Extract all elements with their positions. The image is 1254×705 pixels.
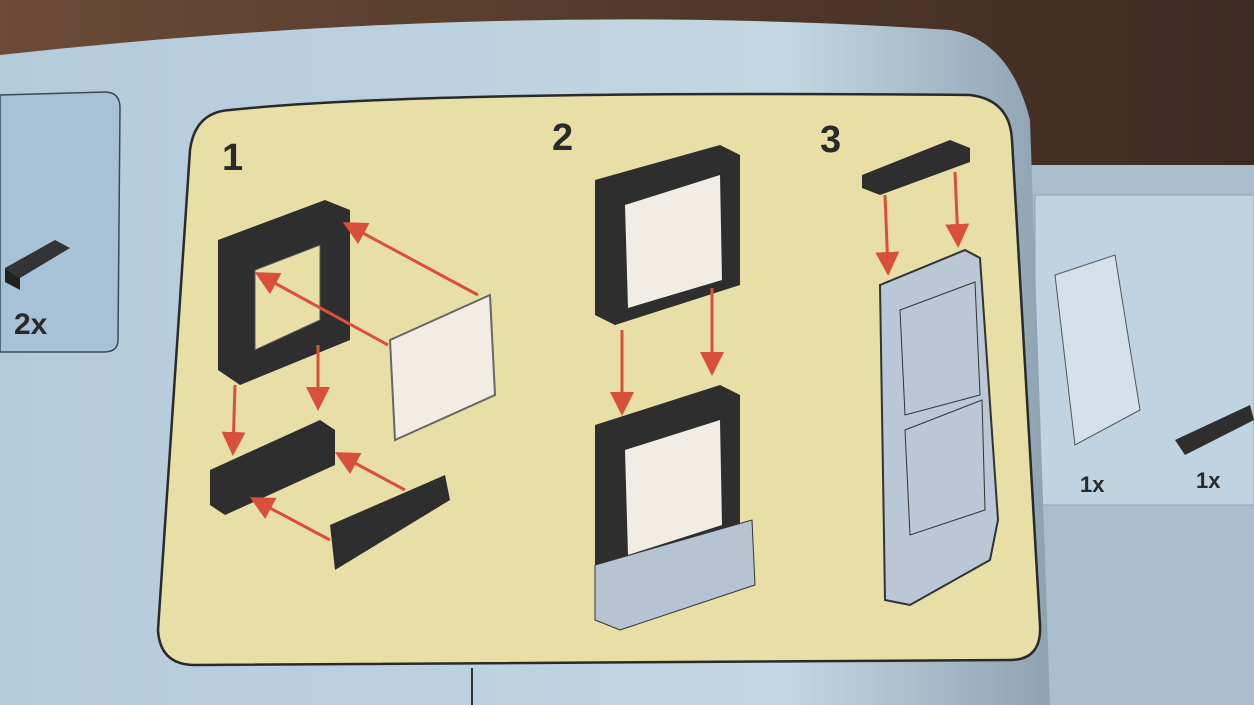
step-number-2: 2: [552, 117, 573, 159]
quantity-label: 1x: [1080, 472, 1105, 497]
step-number-1: 1: [222, 137, 243, 179]
tile-grille-part: [5, 240, 70, 290]
quantity-label: 1x: [1196, 468, 1221, 493]
quantity-label: 2x: [14, 308, 48, 341]
step-3-illustration: [862, 140, 1000, 607]
parts-callout-left: [0, 91, 121, 353]
tile-part: [1175, 405, 1254, 455]
step-1-illustration: [210, 200, 497, 570]
step-2-illustration: [594, 145, 756, 631]
glass-pane-part: [1054, 254, 1141, 446]
step-number-3: 3: [820, 119, 841, 161]
